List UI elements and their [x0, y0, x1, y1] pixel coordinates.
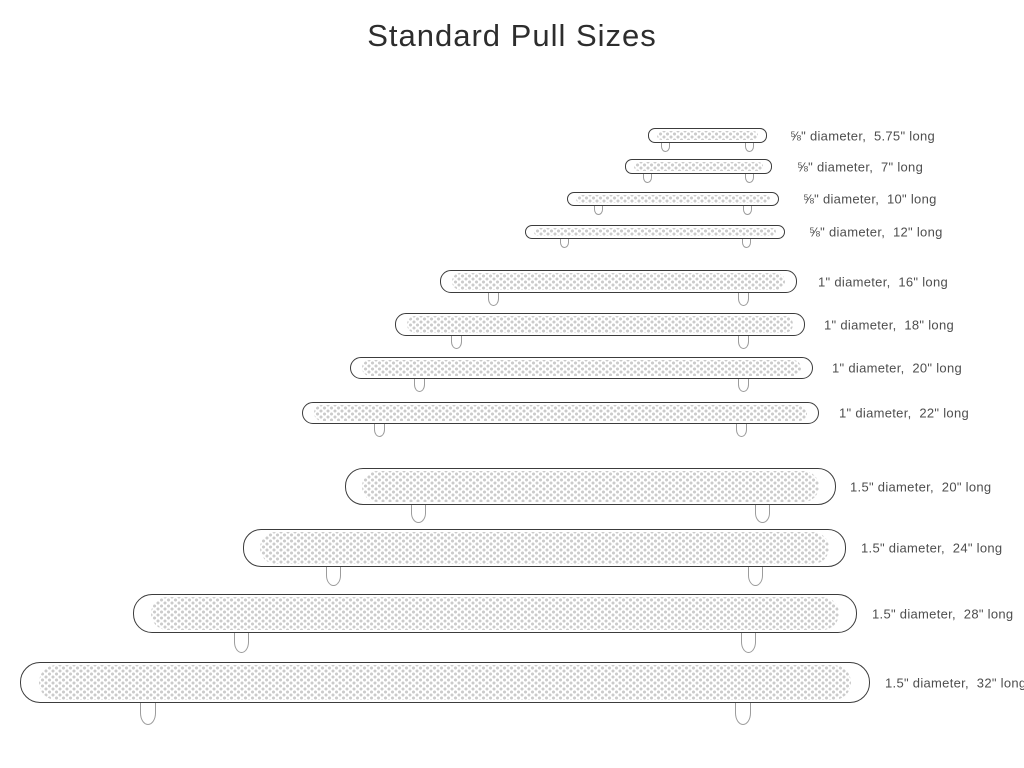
pull-right-leg — [748, 565, 763, 586]
pull-body — [648, 128, 767, 143]
pull-right-leg — [738, 291, 749, 306]
pull-texture — [314, 405, 807, 421]
pull-left-leg — [488, 291, 499, 306]
pull-left-leg — [374, 422, 385, 437]
pull-right-leg — [741, 631, 756, 653]
pull-body — [440, 270, 797, 293]
pull-texture — [657, 131, 758, 140]
pull-size-label: ⅝" diameter, 12" long — [809, 224, 943, 240]
pull-body — [395, 313, 805, 336]
pull-left-leg — [140, 701, 156, 725]
pull-left-leg — [411, 503, 426, 523]
pull-texture — [452, 273, 785, 290]
pull-size-label: ⅝" diameter, 5.75" long — [790, 128, 936, 144]
pull-body — [567, 192, 779, 206]
pull-body — [133, 594, 857, 633]
pull-size-label: 1" diameter, 16" long — [818, 274, 949, 290]
pull-size-label: 1" diameter, 22" long — [839, 405, 970, 421]
pull-left-leg — [594, 204, 603, 215]
pull-body — [345, 468, 836, 505]
pull-body — [20, 662, 870, 703]
pull-texture — [634, 162, 763, 171]
pull-body — [302, 402, 819, 424]
pull-left-leg — [326, 565, 341, 586]
pull-left-leg — [643, 172, 652, 183]
pull-texture — [407, 316, 793, 333]
pull-right-leg — [738, 334, 749, 349]
pull-right-leg — [738, 377, 749, 392]
pull-right-leg — [743, 204, 752, 215]
pull-size-label: 1.5" diameter, 24" long — [861, 540, 1003, 556]
pull-left-leg — [661, 141, 670, 152]
pull-body — [625, 159, 772, 174]
pull-size-label: 1" diameter, 18" long — [824, 317, 955, 333]
pull-right-leg — [736, 422, 747, 437]
pull-size-label: 1.5" diameter, 28" long — [872, 606, 1014, 622]
pull-right-leg — [745, 172, 754, 183]
pull-right-leg — [735, 701, 751, 725]
pull-size-label: 1.5" diameter, 32" long — [885, 675, 1024, 691]
pull-right-leg — [745, 141, 754, 152]
pull-right-leg — [755, 503, 770, 523]
pull-texture — [534, 228, 776, 236]
pull-texture — [362, 471, 819, 502]
pull-right-leg — [742, 237, 751, 248]
pull-texture — [151, 597, 839, 630]
pull-left-leg — [560, 237, 569, 248]
pull-left-leg — [234, 631, 249, 653]
pull-texture — [260, 532, 829, 564]
pull-size-label: 1" diameter, 20" long — [832, 360, 963, 376]
pull-texture — [39, 665, 851, 700]
pull-texture — [576, 195, 770, 203]
page-title: Standard Pull Sizes — [367, 18, 657, 53]
pull-body — [350, 357, 813, 379]
pull-size-label: ⅝" diameter, 7" long — [797, 159, 924, 175]
pull-size-label: ⅝" diameter, 10" long — [803, 191, 937, 207]
pull-texture — [362, 360, 801, 376]
pull-left-leg — [414, 377, 425, 392]
pull-body — [243, 529, 846, 567]
pull-body — [525, 225, 785, 239]
pull-left-leg — [451, 334, 462, 349]
pull-size-label: 1.5" diameter, 20" long — [850, 479, 992, 495]
